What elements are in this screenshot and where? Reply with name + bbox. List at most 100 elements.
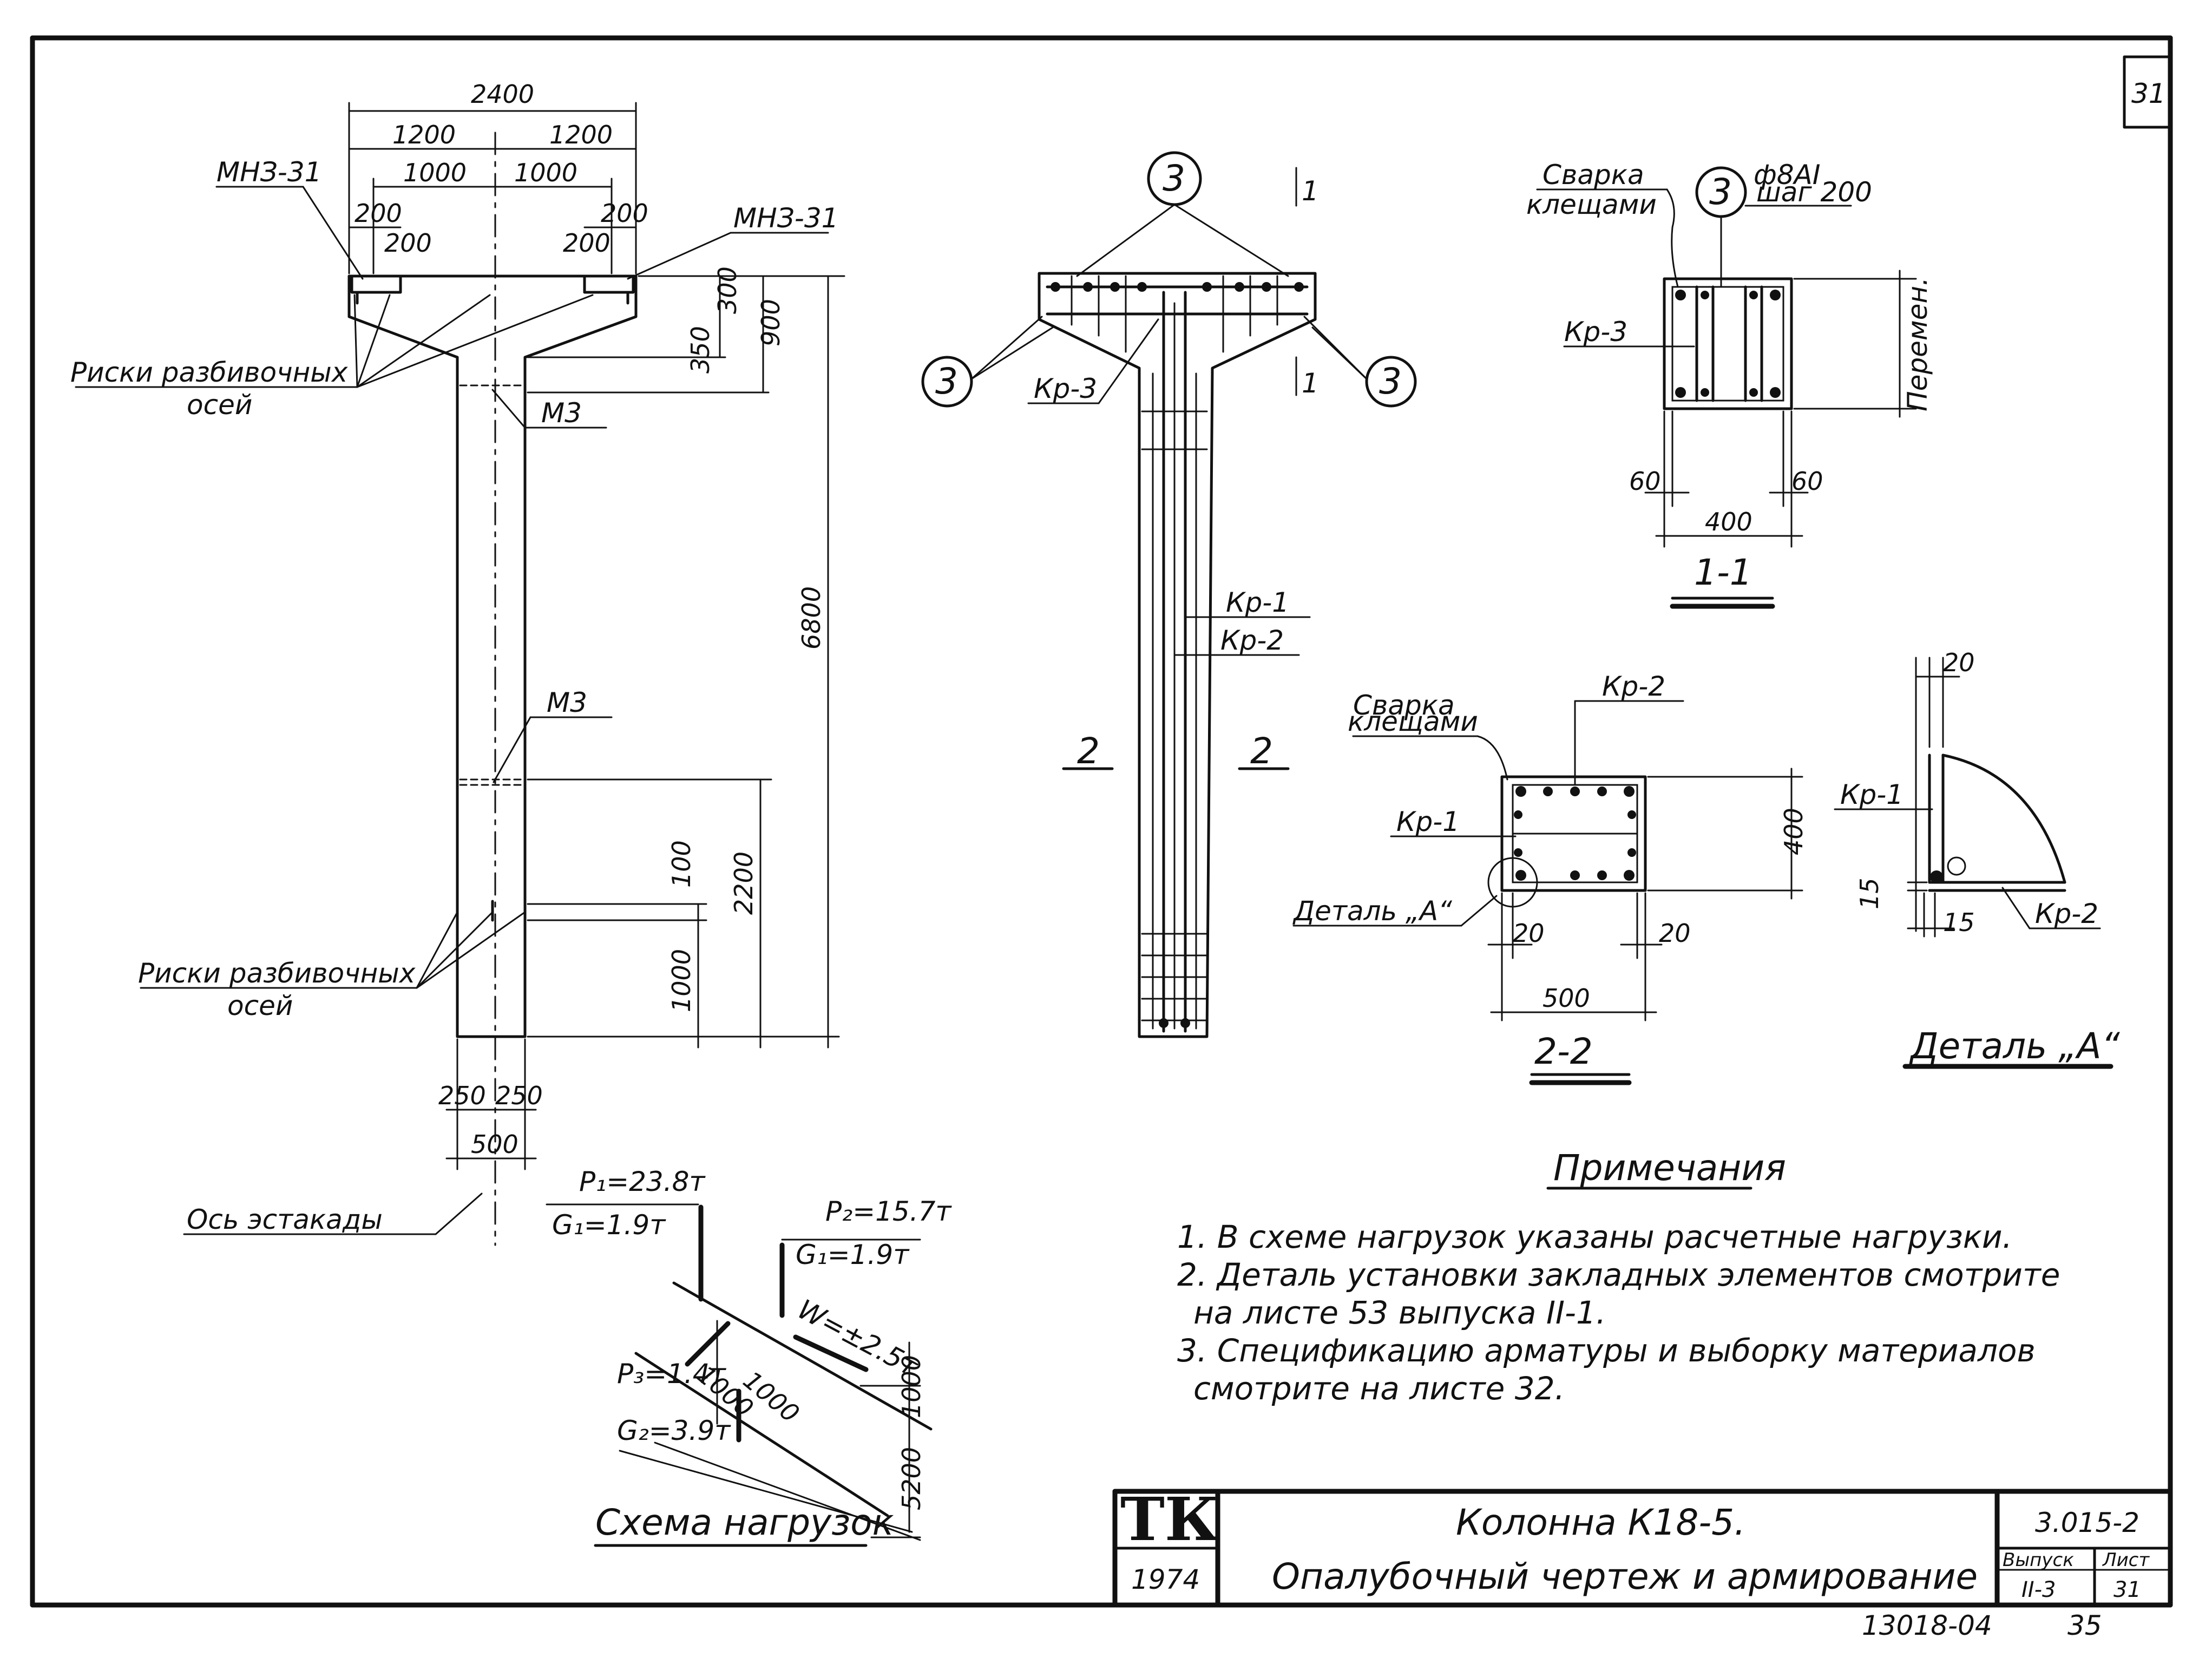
svg-text:1974: 1974 xyxy=(1131,1564,1200,1595)
svg-text:2. Деталь установки закладных: 2. Деталь установки закладных элементов … xyxy=(1177,1256,2060,1293)
svg-text:клещами: клещами xyxy=(1348,706,1478,737)
svg-text:P₁=23.8т: P₁=23.8т xyxy=(579,1166,706,1197)
svg-text:500: 500 xyxy=(1543,984,1590,1013)
svg-text:Колонна К18-5.: Колонна К18-5. xyxy=(1456,1502,1745,1543)
svg-text:М3: М3 xyxy=(547,687,587,718)
svg-text:ТК: ТК xyxy=(1120,1484,1219,1554)
section-1-1-labels: Сварка клещами 3 ф8АI шаг 200 Кр-3 Перем… xyxy=(1526,159,1933,593)
svg-text:МНЗ-31: МНЗ-31 xyxy=(733,202,838,234)
svg-text:100: 100 xyxy=(667,840,696,888)
section-2-2-labels: Сварка клещами Кр-2 Кр-1 Деталь „А“ 400 … xyxy=(1292,671,1808,1072)
svg-text:3: 3 xyxy=(1163,158,1185,199)
svg-text:на листе 53 выпуска II-1.: на листе 53 выпуска II-1. xyxy=(1193,1294,1606,1331)
svg-text:Кр-1: Кр-1 xyxy=(1396,806,1460,837)
svg-text:400: 400 xyxy=(1779,808,1808,855)
svg-text:Риски разбивочных: Риски разбивочных xyxy=(138,958,416,989)
svg-text:31: 31 xyxy=(2113,1577,2141,1602)
svg-text:20: 20 xyxy=(1513,919,1545,948)
svg-text:2: 2 xyxy=(1077,730,1100,772)
svg-text:15: 15 xyxy=(1943,908,1975,937)
svg-text:3: 3 xyxy=(1379,361,1402,402)
svg-text:250: 250 xyxy=(438,1081,486,1110)
title-block xyxy=(1112,1489,2173,1608)
corner-sheet-number: 31 xyxy=(2131,78,2166,109)
svg-text:Схема нагрузок: Схема нагрузок xyxy=(595,1502,894,1543)
svg-text:500: 500 xyxy=(471,1130,518,1159)
detail-a-labels: Кр-1 Кр-2 20 15 15 Деталь „А“ xyxy=(1840,648,2120,1067)
load-scheme xyxy=(546,1203,933,1547)
svg-text:осей: осей xyxy=(227,990,293,1021)
svg-text:Кр-3: Кр-3 xyxy=(1034,373,1097,404)
svg-text:200: 200 xyxy=(563,228,611,258)
svg-text:МНЗ-31: МНЗ-31 xyxy=(216,156,321,188)
svg-text:300: 300 xyxy=(713,266,742,314)
svg-text:1200: 1200 xyxy=(549,120,613,149)
svg-text:60: 60 xyxy=(1791,467,1823,496)
svg-text:P₃=1.4т: P₃=1.4т xyxy=(617,1358,727,1390)
svg-text:клещами: клещами xyxy=(1526,189,1657,220)
svg-text:60: 60 xyxy=(1629,467,1661,496)
column-elevation xyxy=(75,102,845,1246)
svg-text:G₂=3.9т: G₂=3.9т xyxy=(617,1415,731,1446)
svg-text:Деталь „А“: Деталь „А“ xyxy=(1909,1025,2120,1067)
svg-text:Кр-2: Кр-2 xyxy=(2035,898,2098,929)
svg-text:Примечания: Примечания xyxy=(1553,1147,1786,1189)
svg-text:1. В схеме нагрузок указаны ра: 1. В схеме нагрузок указаны расчетные на… xyxy=(1177,1219,2012,1255)
svg-text:смотрите на листе 32.: смотрите на листе 32. xyxy=(1193,1370,1565,1407)
section-2-2 xyxy=(1292,700,1803,1085)
svg-text:II-3: II-3 xyxy=(2021,1577,2056,1602)
svg-text:1000: 1000 xyxy=(667,949,696,1012)
rebar-view xyxy=(921,151,1417,1038)
title-block-labels: ТК 1974 Колонна К18-5. Опалубочный черте… xyxy=(1120,1484,2150,1602)
svg-text:20: 20 xyxy=(1943,648,1975,677)
svg-text:200: 200 xyxy=(601,199,648,228)
svg-text:15: 15 xyxy=(1855,877,1884,909)
svg-text:Кр-2: Кр-2 xyxy=(1220,625,1284,656)
rebar-labels: 3 3 3 Кр-3 Кр-1 Кр-2 1 1 2 2 xyxy=(935,158,1402,772)
svg-text:P₂=15.7т: P₂=15.7т xyxy=(825,1196,952,1227)
svg-text:5200: 5200 xyxy=(897,1447,926,1510)
svg-text:G₁=1.9т: G₁=1.9т xyxy=(796,1239,910,1270)
svg-text:G₁=1.9т: G₁=1.9т xyxy=(552,1209,666,1241)
bottom-code: 13018-04 xyxy=(1862,1610,1992,1641)
bottom-page: 35 xyxy=(2067,1610,2102,1641)
svg-text:200: 200 xyxy=(384,228,432,258)
svg-text:Кр-3: Кр-3 xyxy=(1564,316,1627,348)
svg-text:осей: осей xyxy=(187,389,252,421)
svg-text:Выпуск: Выпуск xyxy=(2003,1549,2074,1571)
svg-text:Лист: Лист xyxy=(2102,1549,2150,1571)
svg-text:1: 1 xyxy=(1302,175,1319,207)
svg-text:900: 900 xyxy=(756,299,785,346)
svg-text:2400: 2400 xyxy=(471,80,534,109)
svg-text:Риски разбивочных: Риски разбивочных xyxy=(70,357,348,388)
svg-text:400: 400 xyxy=(1705,507,1752,536)
svg-text:шаг 200: шаг 200 xyxy=(1756,176,1872,208)
svg-text:1-1: 1-1 xyxy=(1694,552,1752,593)
elevation-labels: 2400 1200 1200 1000 1000 200 200 200 200… xyxy=(70,80,838,1235)
svg-text:1000: 1000 xyxy=(897,1355,926,1418)
svg-text:250: 250 xyxy=(495,1081,543,1110)
svg-text:2: 2 xyxy=(1250,730,1273,772)
svg-text:Кр-1: Кр-1 xyxy=(1226,587,1289,618)
svg-text:1000: 1000 xyxy=(403,158,467,187)
svg-text:ф8АI: ф8АI xyxy=(1754,159,1821,191)
svg-text:20: 20 xyxy=(1659,919,1691,948)
svg-text:Сварка: Сварка xyxy=(1543,159,1644,191)
svg-text:3: 3 xyxy=(1709,171,1732,213)
svg-text:2200: 2200 xyxy=(729,851,758,915)
svg-text:3: 3 xyxy=(935,361,958,402)
svg-text:Кр-2: Кр-2 xyxy=(1602,671,1665,702)
svg-text:Опалубочный чертеж и армирован: Опалубочный чертеж и армирование xyxy=(1272,1556,1978,1597)
svg-text:200: 200 xyxy=(355,199,402,228)
svg-text:3. Спецификацию арматуры и выб: 3. Спецификацию арматуры и выборку матер… xyxy=(1177,1332,2036,1369)
svg-text:1: 1 xyxy=(1302,368,1319,399)
svg-text:350: 350 xyxy=(686,326,715,374)
section-1-1 xyxy=(1536,166,1917,609)
svg-text:1000: 1000 xyxy=(514,158,577,187)
svg-text:6800: 6800 xyxy=(797,586,826,650)
detail-a xyxy=(1834,657,2113,1069)
svg-text:Перемен.: Перемен. xyxy=(1902,277,1933,411)
svg-text:3.015-2: 3.015-2 xyxy=(2035,1507,2139,1538)
svg-text:Ось эстакады: Ось эстакады xyxy=(187,1204,383,1235)
